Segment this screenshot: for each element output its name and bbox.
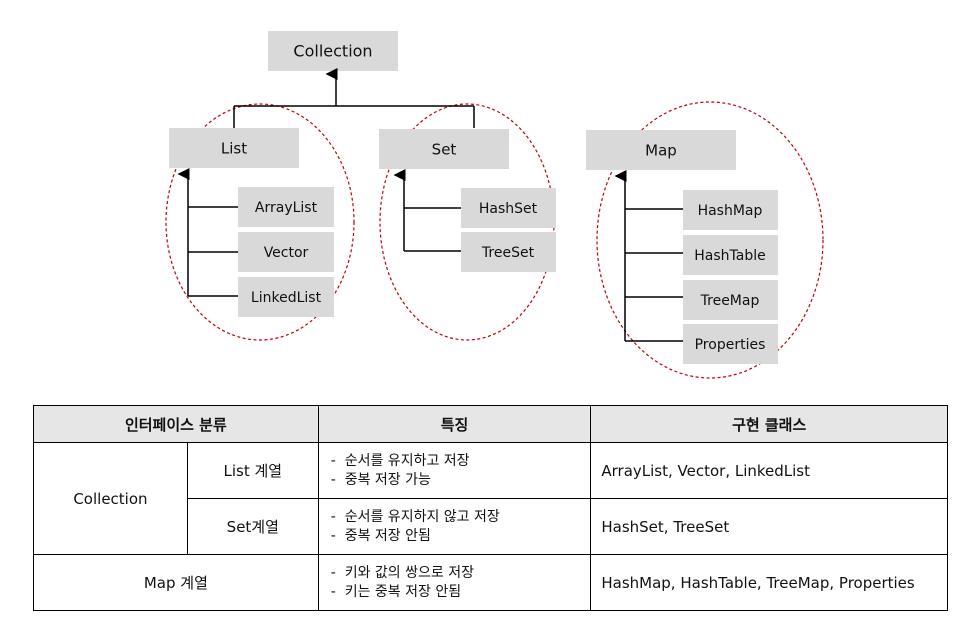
vector-node-label: Vector	[264, 245, 309, 261]
category-cell: Map 계열	[33, 554, 319, 611]
feature-text: 순서를 유지하지 않고 저장	[344, 508, 500, 525]
linkedlist-node-label: LinkedList	[251, 290, 322, 306]
treemap-node-label: TreeMap	[700, 293, 760, 309]
feature-text: 키는 중복 저장 안됨	[344, 583, 462, 600]
set-node-label: Set	[432, 141, 457, 159]
arraylist-node: ArrayList	[238, 187, 334, 227]
map-node-label: Map	[645, 142, 677, 160]
feature-text: 순서를 유지하고 저장	[344, 452, 470, 469]
collection-hierarchy-diagram: Collection List ArrayList Vector LinkedL…	[165, 31, 824, 379]
feature-text: 키와 값의 쌍으로 저장	[344, 564, 474, 581]
treeset-node: TreeSet	[461, 232, 556, 272]
features-cell: -순서를 유지하지 않고 저장 -중복 저장 안됨	[317, 498, 592, 555]
list-node-label: List	[221, 140, 247, 158]
table-row: Set계열 -순서를 유지하지 않고 저장 -중복 저장 안됨 HashSet,…	[34, 498, 948, 555]
map-node: Map	[586, 130, 736, 170]
arraylist-node-label: ArrayList	[255, 200, 318, 216]
treemap-node: TreeMap	[683, 280, 778, 320]
linkedlist-node: LinkedList	[238, 277, 334, 317]
category-cell: Collection	[33, 442, 188, 555]
impl-classes-cell: ArrayList, Vector, LinkedList	[590, 442, 948, 499]
table-header-row: 인터페이스 분류 특징 구현 클래스	[33, 405, 948, 443]
table-row: Map 계열 -키와 값의 쌍으로 저장 -키는 중복 저장 안됨 HashMa…	[33, 554, 948, 611]
header-interface-category: 인터페이스 분류	[33, 405, 319, 443]
header-impl-classes: 구현 클래스	[590, 405, 948, 443]
hashtable-node-label: HashTable	[694, 248, 765, 264]
impl-classes-cell: HashMap, HashTable, TreeMap, Properties	[590, 554, 948, 611]
impl-classes-cell: HashSet, TreeSet	[590, 498, 948, 555]
collection-summary-table: 인터페이스 분류 특징 구현 클래스 Collection List 계열 -순…	[33, 405, 948, 611]
hashset-node: HashSet	[461, 188, 556, 228]
vector-node: Vector	[238, 232, 334, 272]
features-cell: -키와 값의 쌍으로 저장 -키는 중복 저장 안됨	[317, 554, 592, 611]
hashtable-node: HashTable	[683, 235, 778, 275]
hashset-node-label: HashSet	[479, 201, 538, 217]
feature-text: 중복 저장 가능	[344, 471, 431, 488]
collection-node: Collection	[268, 31, 398, 71]
header-features: 특징	[317, 405, 592, 443]
properties-node-label: Properties	[695, 337, 766, 353]
set-node: Set	[379, 129, 509, 169]
table-row: Collection List 계열 -순서를 유지하고 저장 -중복 저장 가…	[33, 442, 948, 555]
list-group-ellipse	[165, 103, 355, 341]
subcategory-cell: List 계열	[186, 442, 319, 499]
collection-node-label: Collection	[293, 42, 372, 61]
properties-node: Properties	[683, 324, 778, 364]
treeset-node-label: TreeSet	[481, 245, 535, 261]
map-group-ellipse	[596, 101, 824, 379]
features-cell: -순서를 유지하고 저장 -중복 저장 가능	[317, 442, 592, 499]
list-node: List	[169, 128, 299, 168]
subcategory-cell: Set계열	[186, 498, 319, 555]
hashmap-node: HashMap	[683, 190, 778, 230]
feature-text: 중복 저장 안됨	[344, 527, 431, 544]
hashmap-node-label: HashMap	[698, 203, 763, 219]
